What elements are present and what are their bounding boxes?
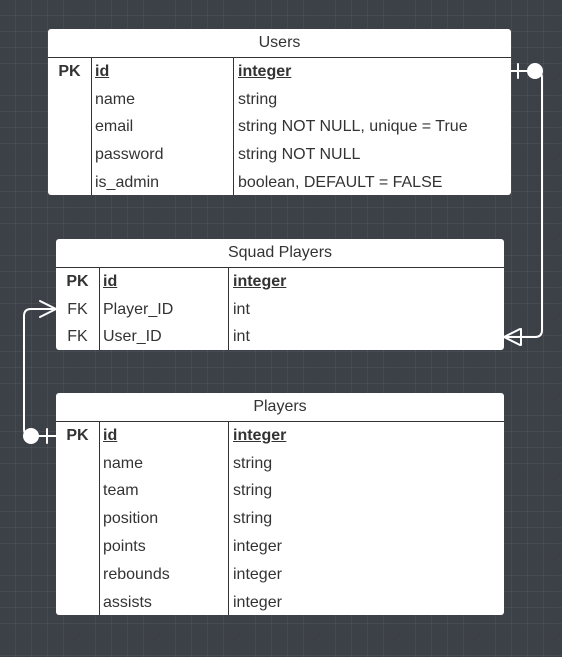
field-name: password bbox=[95, 146, 164, 164]
field-type: string NOT NULL bbox=[238, 146, 361, 164]
field-name: id bbox=[103, 426, 118, 444]
key-cell: PK bbox=[58, 62, 81, 80]
table-row[interactable]: email string NOT NULL, unique = True bbox=[48, 114, 511, 142]
field-name: id bbox=[95, 62, 110, 80]
field-type: string bbox=[233, 482, 273, 500]
table-row[interactable]: position string bbox=[56, 505, 504, 533]
field-name: Player_ID bbox=[103, 300, 174, 318]
connector-users-squad bbox=[503, 70, 543, 338]
table-row[interactable]: PK id integer bbox=[48, 58, 511, 86]
field-name: rebounds bbox=[103, 565, 170, 583]
table-row[interactable]: is_admin boolean, DEFAULT = FALSE bbox=[48, 169, 511, 195]
field-name: team bbox=[103, 482, 139, 500]
column-divider bbox=[91, 58, 92, 195]
field-name: position bbox=[103, 510, 159, 528]
field-name: points bbox=[103, 538, 146, 556]
column-divider bbox=[233, 58, 234, 195]
field-type: integer bbox=[233, 565, 282, 583]
table-row[interactable]: name string bbox=[56, 450, 504, 478]
entity-players[interactable]: Players PK id integer name string team s… bbox=[56, 393, 504, 615]
field-type: integer bbox=[238, 62, 292, 80]
endpoint-dot-icon bbox=[23, 428, 39, 444]
table-row[interactable]: password string NOT NULL bbox=[48, 141, 511, 169]
field-name: name bbox=[95, 90, 136, 108]
table-row[interactable]: name string bbox=[48, 86, 511, 114]
entity-title: Squad Players bbox=[56, 239, 504, 268]
connector-players-squad bbox=[23, 308, 57, 437]
field-type: integer bbox=[233, 426, 287, 444]
table-row[interactable]: assists integer bbox=[56, 589, 504, 615]
field-type: integer bbox=[233, 593, 282, 611]
column-divider bbox=[99, 268, 100, 350]
table-row[interactable]: team string bbox=[56, 478, 504, 506]
key-cell: FK bbox=[67, 300, 88, 318]
column-divider bbox=[99, 422, 100, 615]
entity-title: Users bbox=[48, 29, 511, 58]
field-type: string NOT NULL, unique = True bbox=[238, 118, 468, 136]
field-name: is_admin bbox=[95, 174, 160, 192]
field-type: integer bbox=[233, 272, 287, 290]
field-type: string bbox=[233, 454, 273, 472]
field-name: assists bbox=[103, 593, 152, 611]
field-type: int bbox=[233, 328, 250, 346]
field-name: email bbox=[95, 118, 134, 136]
column-divider bbox=[228, 268, 229, 350]
field-type: boolean, DEFAULT = FALSE bbox=[238, 174, 443, 192]
field-type: string bbox=[238, 90, 278, 108]
table-row[interactable]: PK id integer bbox=[56, 422, 504, 450]
column-divider bbox=[228, 422, 229, 615]
field-type: int bbox=[233, 300, 250, 318]
table-row[interactable]: points integer bbox=[56, 533, 504, 561]
entity-users[interactable]: Users PK id integer name string email st… bbox=[48, 29, 511, 195]
endpoint-dot-icon bbox=[527, 63, 543, 79]
table-row[interactable]: FK User_ID int bbox=[56, 324, 504, 350]
key-cell: FK bbox=[67, 328, 88, 346]
crowfoot-many-icon bbox=[503, 328, 521, 346]
field-type: integer bbox=[233, 538, 282, 556]
entity-title: Players bbox=[56, 393, 504, 422]
key-cell: PK bbox=[66, 272, 89, 290]
table-row[interactable]: FK Player_ID int bbox=[56, 296, 504, 324]
table-row[interactable]: rebounds integer bbox=[56, 561, 504, 589]
key-cell: PK bbox=[66, 426, 89, 444]
crowfoot-many-icon bbox=[39, 300, 57, 318]
table-row[interactable]: PK id integer bbox=[56, 268, 504, 296]
field-name: name bbox=[103, 454, 144, 472]
entity-squad-players[interactable]: Squad Players PK id integer FK Player_ID… bbox=[56, 239, 504, 350]
field-name: User_ID bbox=[103, 328, 162, 346]
field-name: id bbox=[103, 272, 118, 290]
field-type: string bbox=[233, 510, 273, 528]
